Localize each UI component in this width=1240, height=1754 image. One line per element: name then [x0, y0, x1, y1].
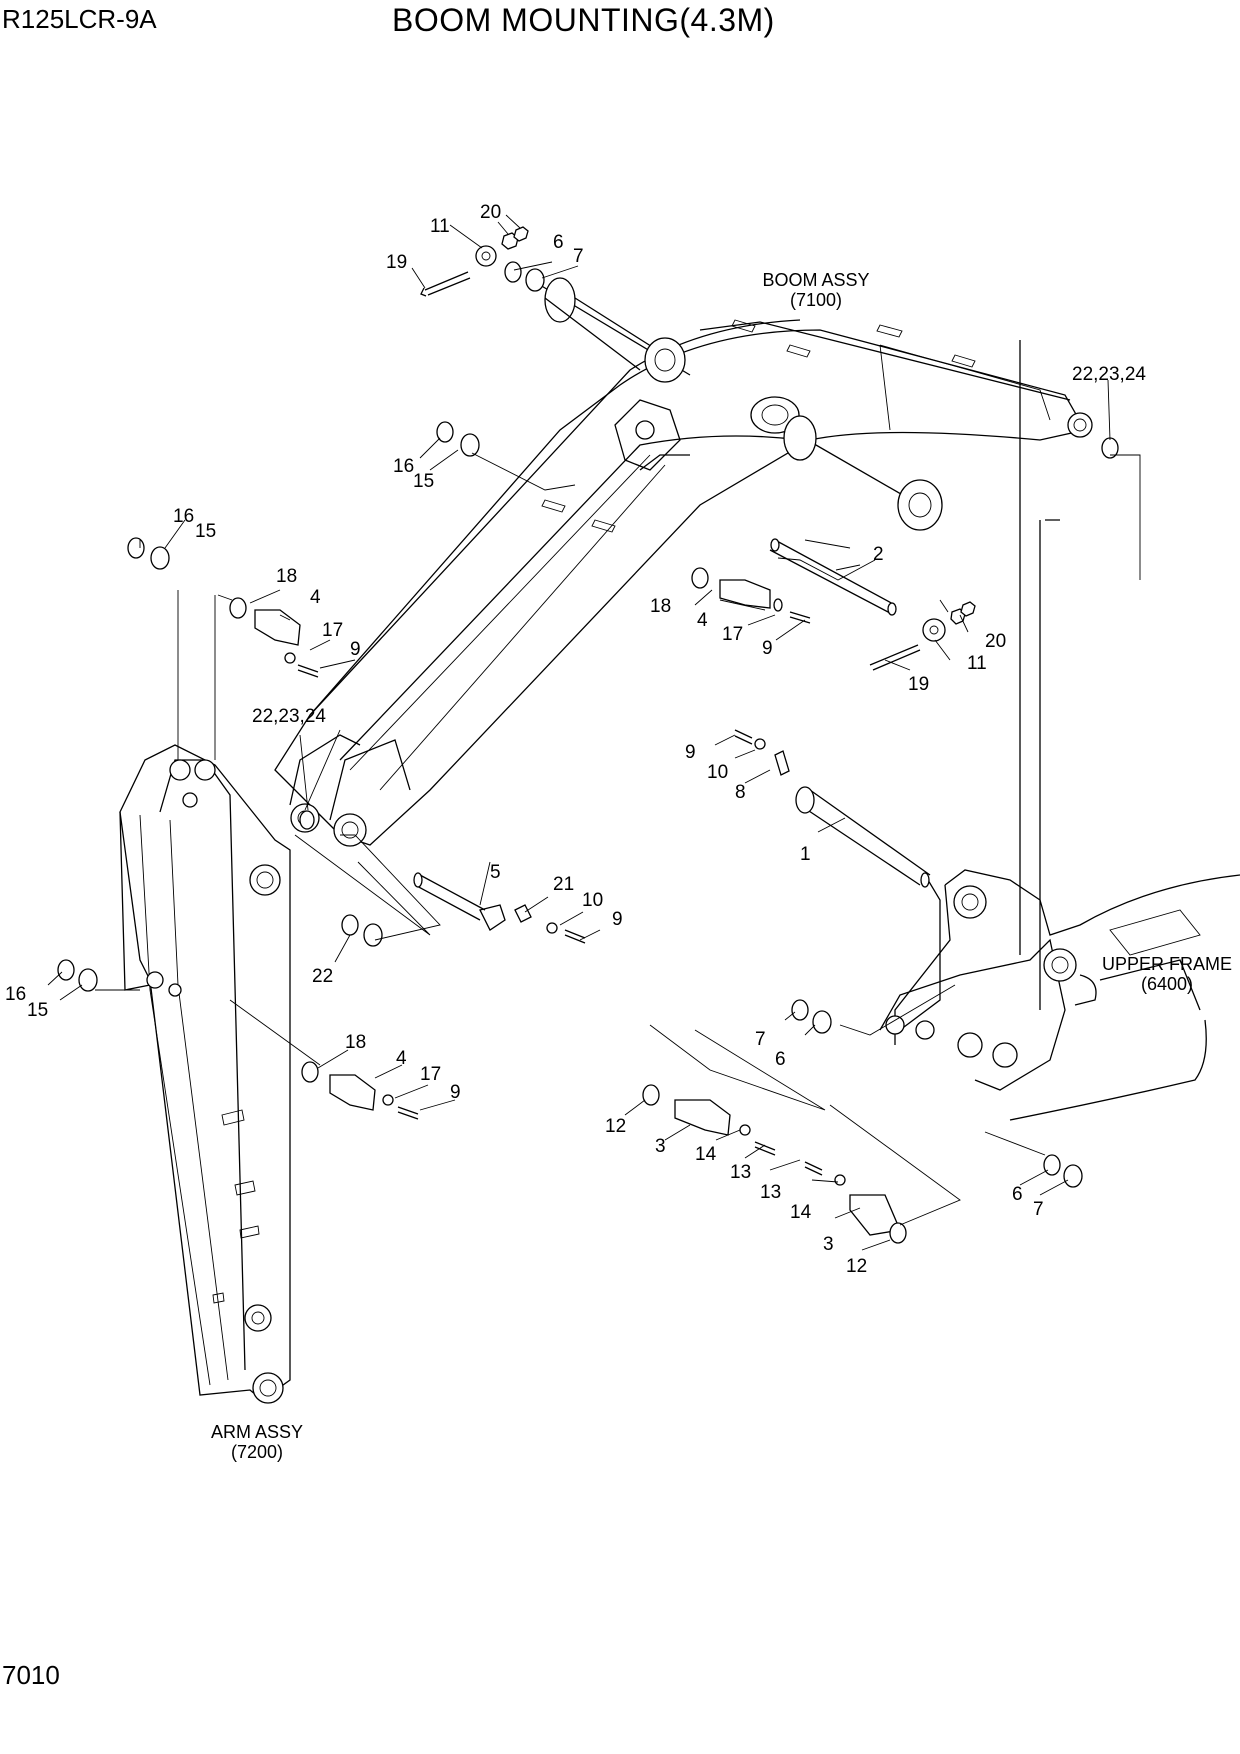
callout: 17 — [420, 1064, 441, 1085]
callout: 13 — [730, 1162, 751, 1183]
callout: 9 — [762, 638, 773, 659]
callout: 9 — [350, 639, 361, 660]
callout: 4 — [310, 587, 321, 608]
page-title: BOOM MOUNTING(4.3M) — [392, 2, 775, 38]
assembly-labels: BOOM ASSY (7100) ARM ASSY (7200) UPPER F… — [211, 270, 1232, 1462]
callout: 8 — [735, 782, 746, 803]
upper-frame — [879, 340, 1240, 1121]
callout: 14 — [790, 1202, 812, 1223]
callout: 7 — [755, 1029, 766, 1050]
callout: 16 — [173, 506, 194, 527]
callout: 14 — [695, 1144, 717, 1165]
callout: 6 — [1012, 1184, 1023, 1205]
callout: 15 — [27, 1000, 48, 1021]
callout: 7 — [573, 246, 584, 267]
callout: 18 — [650, 596, 671, 617]
callout: 3 — [823, 1234, 834, 1255]
arm-assembly — [119, 744, 291, 1404]
callout: 17 — [722, 624, 743, 645]
callout: 12 — [846, 1256, 867, 1277]
callout: 9 — [450, 1082, 461, 1103]
callout: 22,23,24 — [1072, 364, 1146, 385]
callout: 13 — [760, 1182, 781, 1203]
callout: 20 — [985, 631, 1006, 652]
boom-assy-label: BOOM ASSY — [762, 270, 869, 290]
callout: 11 — [430, 216, 450, 237]
callout: 6 — [775, 1049, 786, 1070]
callout: 2 — [873, 544, 884, 565]
callout: 10 — [707, 762, 728, 783]
arm-assy-ref: (7200) — [231, 1442, 283, 1462]
callout: 6 — [553, 232, 564, 253]
callout: 22 — [312, 966, 333, 987]
callout: 19 — [386, 252, 407, 273]
page-number: 7010 — [2, 1660, 60, 1690]
callout: 18 — [276, 566, 297, 587]
model-number: R125LCR-9A — [2, 4, 157, 34]
callout: 5 — [490, 862, 501, 883]
callout: 18 — [345, 1032, 366, 1053]
callout: 10 — [582, 890, 603, 911]
callout: 15 — [413, 471, 434, 492]
callout: 15 — [195, 521, 216, 542]
upper-frame-label: UPPER FRAME — [1102, 954, 1232, 974]
arm-assy-label: ARM ASSY — [211, 1422, 303, 1442]
callout: 20 — [480, 202, 501, 223]
callout: 16 — [5, 984, 26, 1005]
leader-lines — [47, 214, 1141, 1251]
callout: 12 — [605, 1116, 626, 1137]
boom-assembly — [274, 277, 1093, 847]
callout: 1 — [800, 844, 811, 865]
callout: 16 — [393, 456, 414, 477]
callout: 7 — [1033, 1199, 1044, 1220]
callout: 3 — [655, 1136, 666, 1157]
pins-and-hardware — [57, 226, 1119, 1244]
callout: 9 — [612, 909, 623, 930]
callout: 9 — [685, 742, 696, 763]
callout: 11 — [967, 653, 987, 674]
callout: 21 — [553, 874, 574, 895]
callout: 4 — [396, 1048, 407, 1069]
boom-assy-ref: (7100) — [790, 290, 842, 310]
callout: 17 — [322, 620, 343, 641]
upper-frame-ref: (6400) — [1141, 974, 1193, 994]
callout: 19 — [908, 674, 929, 695]
callout-labels: 20 11 6 7 19 22,23,24 16 15 2 18 4 17 9 … — [5, 202, 1146, 1277]
callout: 4 — [697, 610, 708, 631]
callout: 22,23,24 — [252, 706, 326, 727]
